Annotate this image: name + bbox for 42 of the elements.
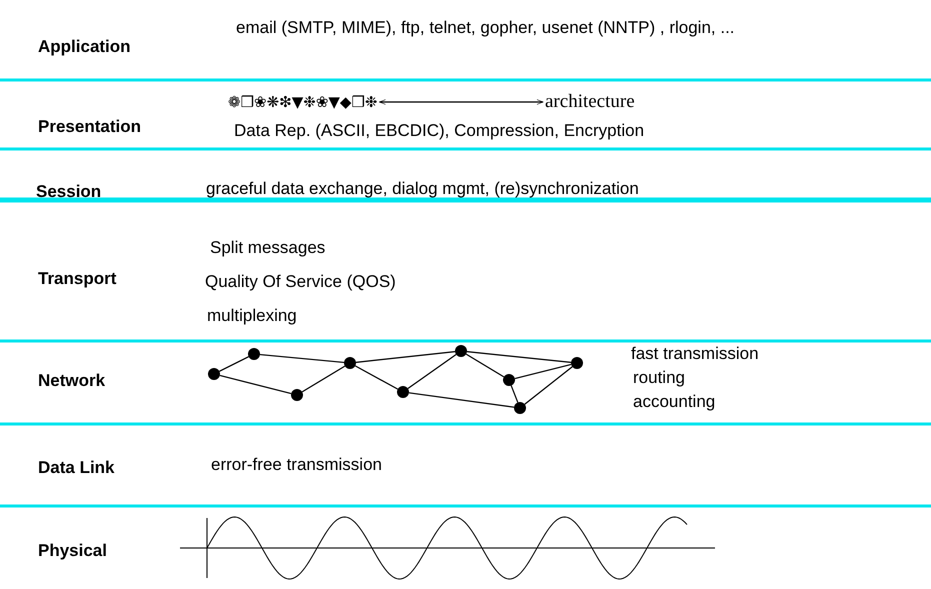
link-line [466,351,572,363]
link-line [466,354,504,378]
link-line [408,392,514,408]
link-line [220,374,292,394]
layer-description: error-free transmission [211,455,382,475]
network-node-dot [503,374,515,386]
network-node-dot [248,348,260,360]
layer-description: graceful data exchange, dialog mgmt, (re)synchronization [206,179,639,199]
link-line [514,364,572,380]
layer-name: Transport [38,269,116,289]
layer-name: Physical [38,541,107,561]
layer-name: Network [38,371,106,391]
layer-description: Quality Of Service (QOS) [205,272,396,292]
link-line [510,385,518,403]
link-line [260,354,344,364]
layer-description: Data Rep. (ASCII, EBCDIC), Compression, Encryption [234,121,644,141]
network-node-dot [291,389,303,401]
network-node-dot [514,402,526,414]
symbol-text: ❁❒❀❋❇▼❉❀▼◆❒❉ [228,92,378,112]
network-node-dot [344,357,356,369]
network-node-dot [397,386,409,398]
layer-description: routing [633,368,685,388]
network-node-dot [571,357,583,369]
layer-name: Application [38,37,131,57]
architecture-text: architecture [545,92,635,112]
layer-name: Presentation [38,117,141,137]
network-node-dot [455,345,467,357]
link-line [302,366,346,392]
layer-name: Session [36,182,102,202]
layer-description: fast transmission [631,344,759,364]
layer-description: email (SMTP, MIME), ftp, telnet, gopher, usenet (NNTP) , rlogin, ... [236,18,735,38]
link-line [219,356,249,372]
layer-description: multiplexing [207,306,297,326]
double-arrow [379,99,544,105]
layer-description: Split messages [210,238,326,258]
link-line [356,351,456,363]
link-line [524,366,573,405]
network-node-dot [208,368,220,380]
layer-description: accounting [633,392,716,412]
link-line [408,354,456,390]
layer-name: Data Link [38,458,115,478]
link-line [354,365,398,390]
